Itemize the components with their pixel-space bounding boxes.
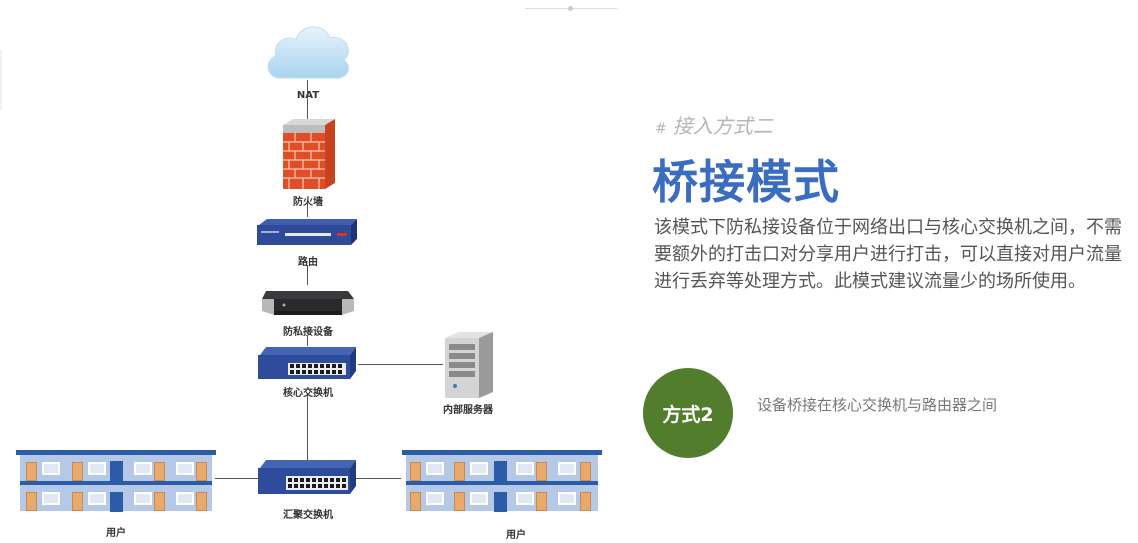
aggregation-switch-icon bbox=[258, 460, 356, 494]
link-core-aggregation bbox=[307, 395, 308, 460]
mode-badge-description: 设备桥接在核心交换机与路由器之间 bbox=[757, 396, 998, 414]
nat-label: NAT bbox=[296, 90, 320, 101]
link-firewall-router bbox=[307, 203, 308, 217]
router-icon bbox=[257, 219, 357, 245]
users-right-label: 用户 bbox=[506, 530, 526, 541]
anti-share-device-icon bbox=[262, 291, 354, 315]
section-kicker: # 接入方式二 bbox=[655, 110, 773, 139]
link-core-server bbox=[358, 364, 443, 365]
carousel-indicator[interactable] bbox=[525, 6, 617, 11]
left-edge-divider bbox=[0, 50, 2, 110]
building-icon-left bbox=[16, 450, 216, 515]
building-icon-right bbox=[402, 450, 602, 515]
link-agg-left bbox=[215, 478, 260, 479]
page-title: 桥接模式 bbox=[652, 155, 840, 209]
carousel-indicator-dot[interactable] bbox=[568, 6, 573, 11]
mode-badge: 方式2 bbox=[643, 368, 733, 458]
core-switch-label: 核心交换机 bbox=[283, 388, 333, 399]
firewall-label: 防火墙 bbox=[293, 197, 323, 208]
link-agg-right bbox=[356, 478, 401, 479]
router-label: 路由 bbox=[298, 257, 318, 268]
link-device-core bbox=[307, 336, 308, 346]
mode-badge-label: 方式2 bbox=[662, 403, 714, 426]
aggregation-switch-label: 汇聚交换机 bbox=[283, 510, 333, 521]
anti-share-device-label: 防私接设备 bbox=[283, 327, 333, 338]
link-router-device bbox=[307, 265, 308, 285]
description: 该模式下防私接设备位于网络出口与核心交换机之间，不需要额外的打击口对分享用户进行… bbox=[654, 217, 1122, 292]
users-left-label: 用户 bbox=[106, 528, 126, 539]
kicker-text: 接入方式二 bbox=[672, 114, 773, 138]
hash-icon: # bbox=[655, 121, 667, 137]
core-switch-icon bbox=[258, 347, 356, 379]
cloud-icon bbox=[267, 26, 349, 79]
server-icon bbox=[445, 332, 493, 398]
internal-server-label: 内部服务器 bbox=[443, 405, 493, 416]
firewall-icon bbox=[283, 119, 335, 189]
link-nat-firewall bbox=[307, 80, 308, 120]
